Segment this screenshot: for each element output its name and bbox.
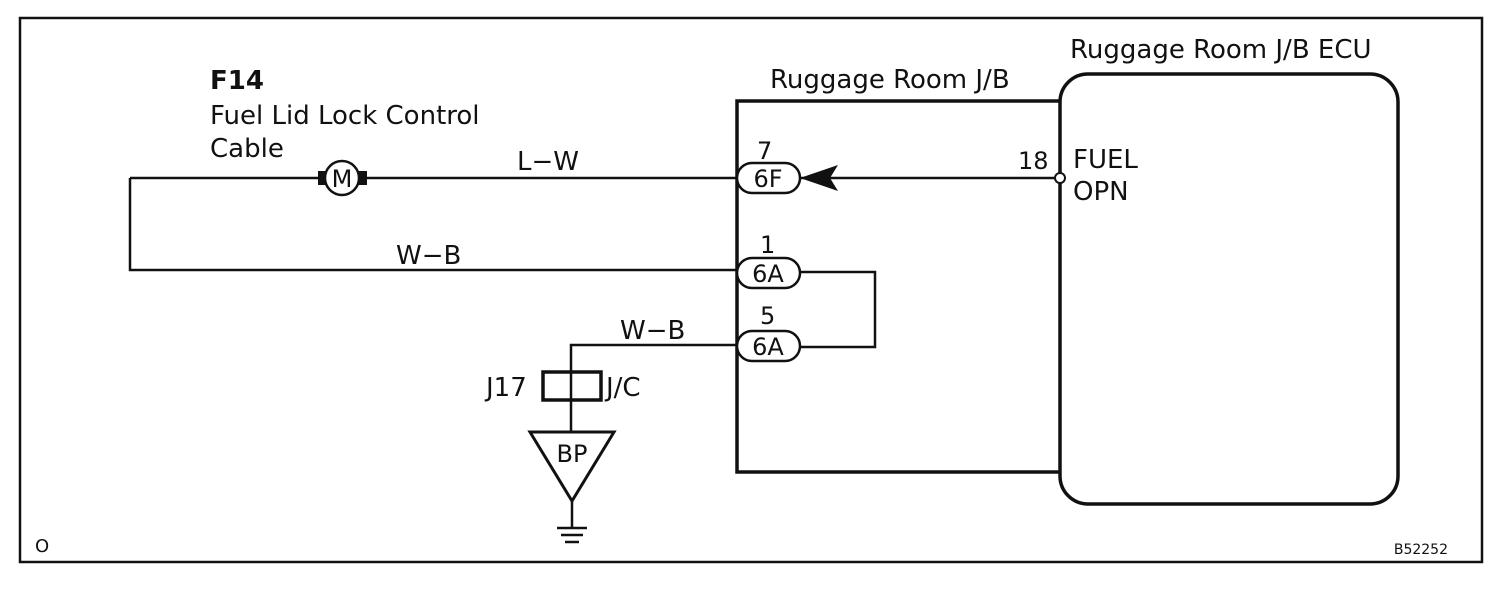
- junction-block-outline: [735, 99, 1060, 474]
- connector-6a-top-code: 6A: [752, 260, 784, 288]
- ecu-outline: [1058, 72, 1400, 506]
- ecu-label: Ruggage Room J/B ECU: [1070, 35, 1372, 65]
- figure-code: B52252: [1394, 542, 1448, 558]
- component-name-line1: Fuel Lid Lock Control: [210, 101, 480, 131]
- connector-pin-1: 1: [760, 231, 775, 259]
- wire-label-wb-lower: W−B: [620, 316, 685, 346]
- ecu-terminal-icon: [1054, 172, 1066, 184]
- wire-label-wb-upper: W−B: [396, 241, 461, 271]
- ecu-terminal-label-line1: FUEL: [1073, 145, 1138, 175]
- component-code: F14: [210, 66, 264, 96]
- motor-icon: [323, 159, 361, 197]
- wire-jc-to-6a: [569, 343, 737, 372]
- junction-connector-type: J/C: [604, 373, 641, 403]
- wire-ground-return: [128, 178, 737, 272]
- wire-label-lw: L−W: [517, 147, 579, 177]
- connector-pin-5: 5: [760, 302, 775, 330]
- chevron-arrow-icon: [800, 165, 838, 191]
- junction-connector-code: J17: [484, 373, 527, 403]
- junction-block-label: Ruggage Room J/B: [770, 65, 1010, 95]
- component-name-line2: Cable: [210, 134, 284, 164]
- ecu-pin-number: 18: [1018, 147, 1049, 175]
- ground-point-label: BP: [557, 440, 588, 468]
- diagram-frame: [18, 16, 1484, 564]
- motor-symbol: M: [332, 165, 353, 193]
- ground-point-triangle: [527, 430, 617, 504]
- connector-6f-code: 6F: [753, 165, 782, 193]
- motor-right-terminal: [359, 171, 367, 185]
- jb-internal-loop: [800, 270, 877, 349]
- connector-pin-7: 7: [757, 137, 772, 165]
- corner-mark: O: [35, 536, 49, 557]
- connector-6a-bottom-code: 6A: [752, 333, 784, 361]
- ecu-terminal-label-line2: OPN: [1073, 177, 1129, 207]
- motor-left-terminal: [318, 171, 326, 185]
